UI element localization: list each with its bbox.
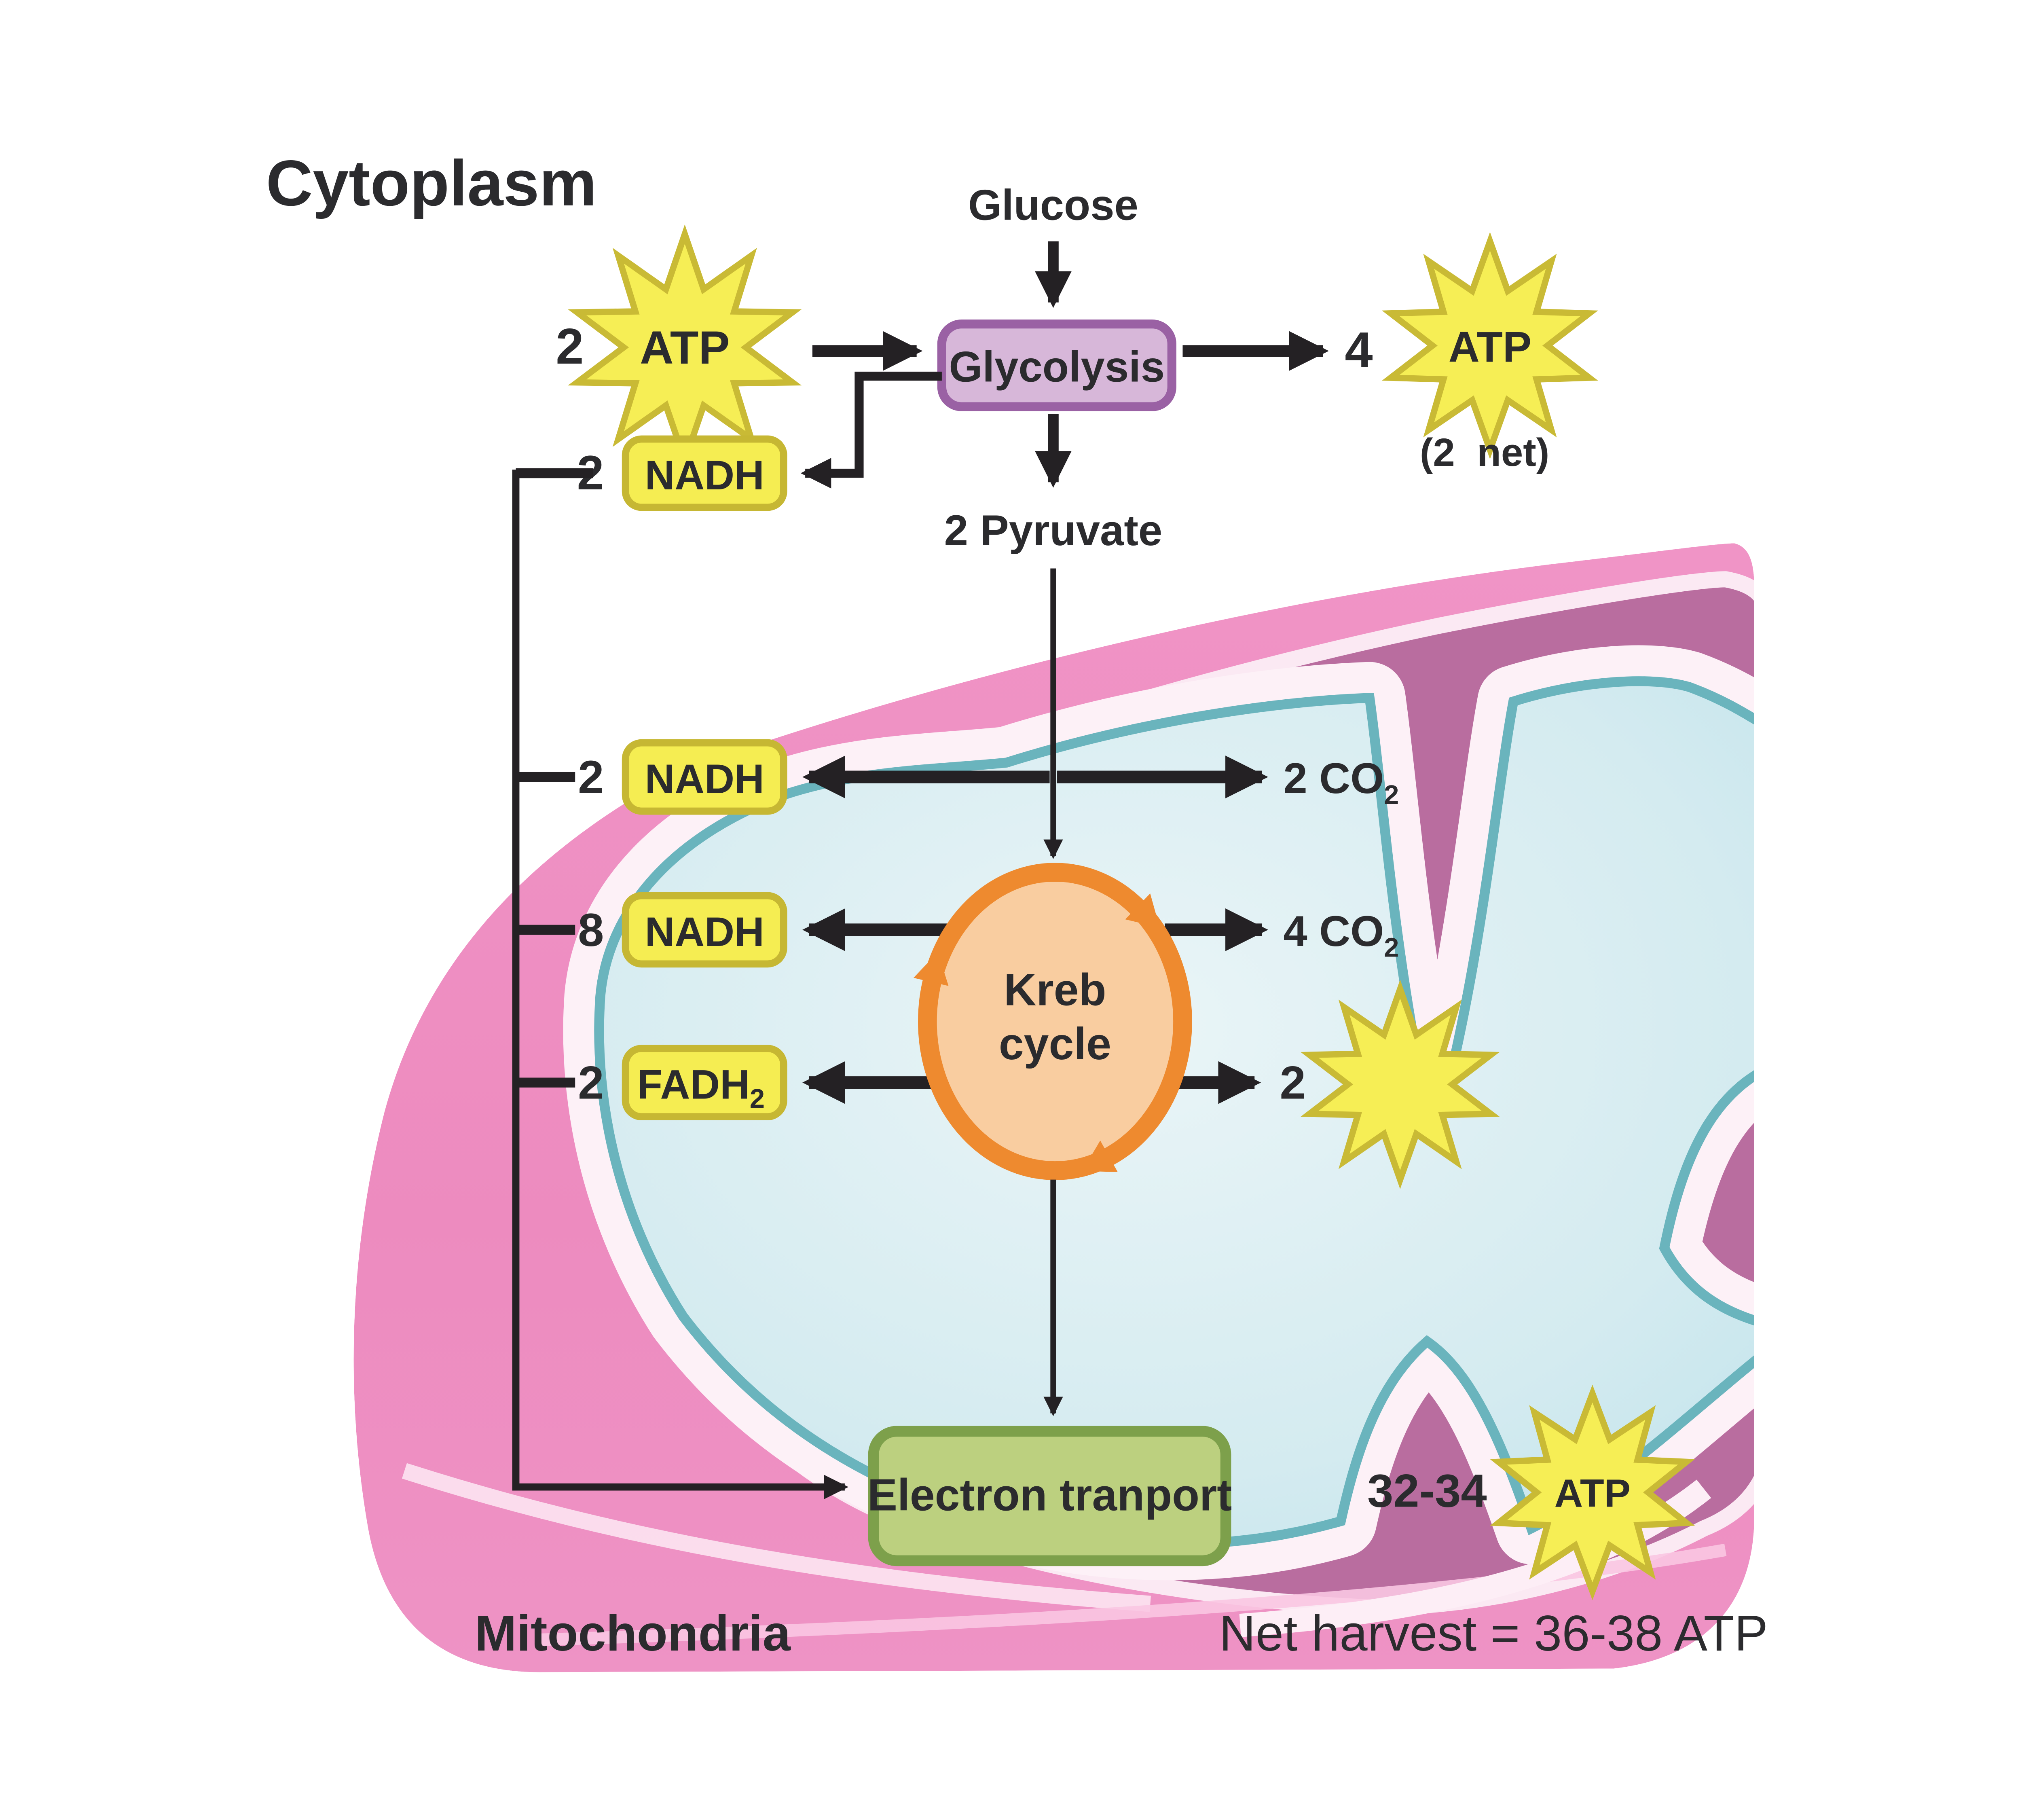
glycolysis-to-nadh-arrow [800, 371, 942, 489]
krebs-ring-arrowhead [1082, 1141, 1118, 1172]
nadh-bus-line [512, 470, 848, 1499]
body-highlight-streak [402, 1463, 1151, 1612]
krebs-fadh2-row: 2 FADH2 2 [578, 980, 1500, 1189]
glycolysis-box: Glycolysis [937, 320, 1176, 411]
atp-out-group: 4 ATP (2 net) [1345, 232, 1598, 474]
net-harvest-label: Net harvest = 36-38 ATP [1219, 1605, 1768, 1661]
atp-net-note: (2 net) [1420, 430, 1549, 474]
nadh-box [622, 739, 787, 815]
nadh-box [622, 892, 787, 968]
row-label: NADH [645, 756, 764, 802]
atp-in-label: ATP [640, 322, 730, 374]
atp-star-icon [1300, 980, 1500, 1189]
krebs-nadh-row: 8 NADH 4 CO2 [578, 892, 1399, 968]
atp-in-count: 2 [556, 318, 584, 375]
row-label: NADH [645, 908, 764, 955]
et-atp-label: ATP [1555, 1471, 1631, 1515]
atp-out-label: ATP [1449, 322, 1531, 371]
glycolysis-label: Glycolysis [949, 342, 1165, 391]
nadh-cytoplasm-group: 2 NADH [577, 435, 787, 511]
co2-label: 2 CO2 [1283, 754, 1399, 810]
krebs-label-line2: cycle [999, 1018, 1111, 1069]
mitochondria-label: Mitochondria [475, 1605, 791, 1661]
krebs-ring [918, 863, 1192, 1180]
body-highlight-streak [539, 1543, 1727, 1646]
electron-transport-label: Electron tranport [867, 1469, 1232, 1520]
co2-label: 4 CO2 [1283, 907, 1399, 963]
pyruvate-nadh-row: 2 NADH 2 CO2 [578, 739, 1399, 815]
row-count: 2 [578, 751, 604, 803]
row-count: 2 [578, 1057, 604, 1109]
page-title: Cytoplasm [266, 147, 597, 219]
mitochondrion-illustration [353, 543, 1754, 1672]
atp-out-count: 4 [1345, 322, 1373, 378]
krebs-ring-arrowhead [913, 952, 949, 986]
atp-in-group: 2 ATP [556, 224, 802, 470]
row-count: 8 [578, 904, 604, 956]
krebs-ring-arrowhead [1125, 893, 1160, 928]
glucose-label: Glucose [968, 180, 1138, 229]
et-atp-count: 32-34 [1367, 1465, 1487, 1517]
nadh-box [622, 435, 787, 511]
fadh2-box [622, 1045, 787, 1121]
krebs-label-line1: Kreb [1004, 965, 1106, 1015]
electron-transport-box: Electron tranport [867, 1426, 1232, 1566]
row-label: FADH2 [637, 1061, 765, 1114]
krebs-atp-count: 2 [1280, 1057, 1305, 1109]
pyruvate-label: 2 Pyruvate [944, 506, 1163, 554]
atp-star-icon [1382, 232, 1598, 459]
nadh-cyto-label: NADH [645, 452, 764, 498]
atp-star-icon [1490, 1384, 1695, 1600]
krebs-cycle: Kreb cycle [913, 863, 1192, 1180]
et-atp-group: 32-34 ATP [1367, 1384, 1695, 1600]
